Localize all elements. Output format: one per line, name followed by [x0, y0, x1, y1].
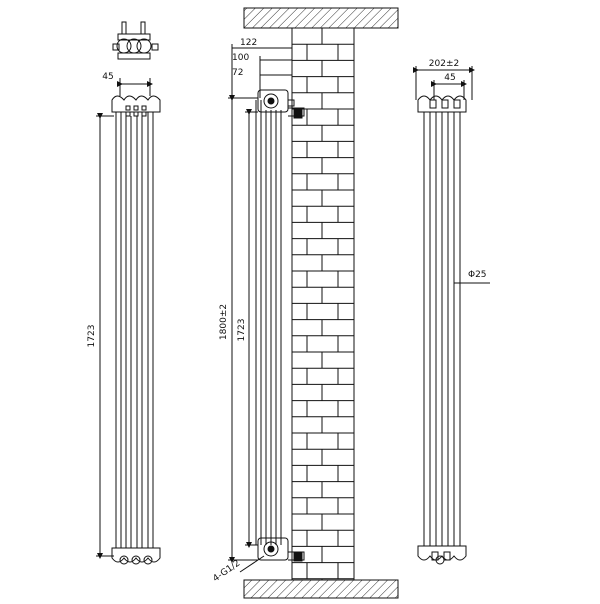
brick-courses — [292, 28, 354, 580]
front-width-label: 45 — [102, 72, 113, 82]
top-valve-icon — [112, 21, 159, 60]
tube-diameter-label: Φ25 — [468, 270, 487, 280]
front-view — [96, 21, 161, 565]
bottom-valve-wheel-icon — [263, 541, 279, 557]
offset-100-label: 100 — [232, 53, 249, 63]
rear-depth-label: 202±2 — [429, 59, 459, 69]
rear-width-label: 45 — [444, 73, 455, 83]
brick-wall — [291, 27, 355, 581]
connection-label: 4-G1/2 — [211, 558, 242, 584]
top-valve-wheel-icon — [263, 93, 279, 109]
offset-122-label: 122 — [240, 38, 257, 48]
side-height-label: 1723 — [237, 319, 247, 342]
wall — [243, 7, 399, 599]
floor-hatch — [243, 579, 399, 599]
side-view — [228, 44, 305, 573]
front-height-label: 1723 — [87, 325, 97, 348]
ceiling-hatch — [243, 7, 399, 29]
offset-72-label: 72 — [232, 68, 243, 78]
total-height-label: 1800±2 — [219, 304, 229, 340]
rear-view — [413, 66, 490, 565]
